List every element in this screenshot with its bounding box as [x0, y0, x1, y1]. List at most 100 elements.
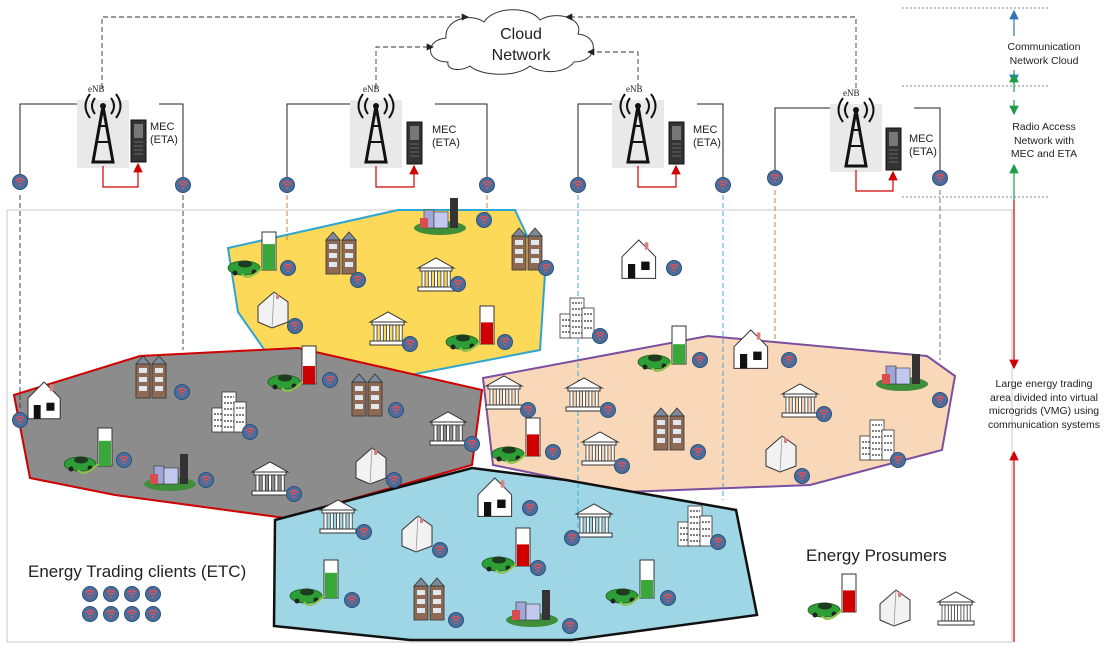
label-comm-cloud: Communication Network Cloud	[980, 41, 1108, 68]
wifi-icon	[82, 606, 98, 622]
mec-server-icon	[130, 119, 147, 163]
wifi-icon	[145, 586, 161, 602]
wifi-icon	[124, 606, 140, 622]
mec-server-icon	[885, 127, 902, 171]
label-area-line1: Large energy trading	[995, 378, 1093, 390]
wifi-icon	[781, 352, 797, 368]
bank-icon	[318, 499, 358, 534]
wifi-icon	[592, 328, 608, 344]
townhouse-icon	[135, 355, 167, 399]
wifi-icon	[545, 444, 561, 460]
enb-label-3: eNB	[626, 84, 643, 94]
office-building-icon	[677, 505, 713, 547]
battery-icon	[671, 325, 687, 365]
cloud-label-line2: Network	[491, 47, 551, 64]
wifi-icon	[175, 177, 191, 193]
wifi-icon	[464, 436, 480, 452]
label-area-line2: area divided into virtual	[990, 391, 1098, 404]
wifi-icon	[690, 444, 706, 460]
wifi-icon	[124, 586, 140, 602]
wifi-icon	[344, 592, 360, 608]
mec-label-2: MEC(ETA)	[432, 124, 460, 150]
label-area-line3: microgrids (VMG) using	[988, 405, 1100, 417]
wifi-icon	[280, 260, 296, 276]
prosumer-icons	[807, 573, 976, 627]
bank-icon	[416, 257, 456, 292]
wifi-icon	[322, 372, 338, 388]
label-comm-cloud-line1: Communication	[1007, 41, 1081, 53]
battery-icon	[525, 417, 541, 457]
cottage-icon	[879, 589, 911, 627]
mec-label-1-line1: MEC	[150, 121, 175, 133]
vmg-yellow-icons	[227, 198, 682, 352]
bank-icon	[580, 431, 620, 466]
townhouse-icon	[325, 231, 357, 275]
wifi-icon	[767, 170, 783, 186]
townhouse-icon	[351, 373, 383, 417]
wifi-icon	[448, 612, 464, 628]
mec-server-icon	[406, 121, 423, 165]
house-icon	[621, 239, 657, 279]
label-area-line4: communication systems	[987, 418, 1101, 431]
wifi-icon	[402, 336, 418, 352]
wifi-icon	[103, 586, 119, 602]
wifi-icon	[198, 472, 214, 488]
electric-car-icon	[481, 556, 515, 572]
wifi-icon	[530, 560, 546, 576]
electric-car-icon	[491, 446, 525, 462]
electric-car-icon	[267, 374, 301, 390]
battery-icon	[323, 559, 339, 599]
wifi-icon	[12, 412, 28, 428]
base-station-2	[279, 93, 495, 193]
mec-label-2-line2: (ETA)	[432, 137, 460, 149]
legend-prosumers-label: Energy Prosumers	[806, 546, 947, 565]
wifi-icon	[450, 276, 466, 292]
wifi-icon	[932, 170, 948, 186]
wifi-icon	[12, 174, 28, 190]
battery-icon	[97, 427, 113, 467]
battery-icon	[301, 345, 317, 385]
label-ran-line1: Radio Access	[1012, 121, 1076, 133]
vmg-peach	[481, 334, 957, 494]
mec-label-1: MEC(ETA)	[150, 121, 178, 147]
battery-icon	[479, 305, 495, 345]
wifi-icon	[103, 606, 119, 622]
wifi-icon	[522, 500, 538, 516]
wifi-icon	[279, 177, 295, 193]
downlinks	[19, 190, 941, 530]
mec-label-4-line2: (ETA)	[909, 146, 937, 158]
wifi-icon	[356, 524, 372, 540]
enb-label-4: eNB	[843, 88, 860, 98]
office-building-icon	[211, 391, 247, 433]
wifi-icon	[692, 352, 708, 368]
wifi-icon	[666, 260, 682, 276]
icons-layer	[12, 198, 976, 634]
wifi-icon	[116, 452, 132, 468]
cottage-icon	[257, 291, 289, 329]
house-icon	[477, 477, 513, 517]
enb-label-2: eNB	[363, 84, 380, 94]
layer-separators	[902, 7, 1050, 198]
wifi-icon	[476, 212, 492, 228]
wifi-icon	[932, 392, 948, 408]
enb-tower-icon	[77, 93, 129, 168]
battery-icon	[841, 573, 857, 613]
mec-label-2-line1: MEC	[432, 124, 457, 136]
wifi-icon	[794, 468, 810, 484]
cottage-icon	[355, 447, 387, 485]
wifi-icon	[570, 177, 586, 193]
bank-icon	[564, 377, 604, 412]
label-ran-line3: MEC and ETA	[1010, 148, 1078, 160]
wifi-icon	[890, 452, 906, 468]
office-building-icon	[559, 297, 595, 339]
legend-etc-label: Energy Trading clients (ETC)	[28, 562, 247, 581]
wifi-icon	[520, 402, 536, 418]
wifi-icon	[562, 618, 578, 634]
base-station-3	[570, 93, 731, 193]
wifi-icon	[432, 542, 448, 558]
battery-icon	[515, 527, 531, 567]
mec-label-4: MEC(ETA)	[909, 133, 937, 159]
wifi-icon	[242, 424, 258, 440]
enb-tower-icon	[612, 93, 664, 168]
